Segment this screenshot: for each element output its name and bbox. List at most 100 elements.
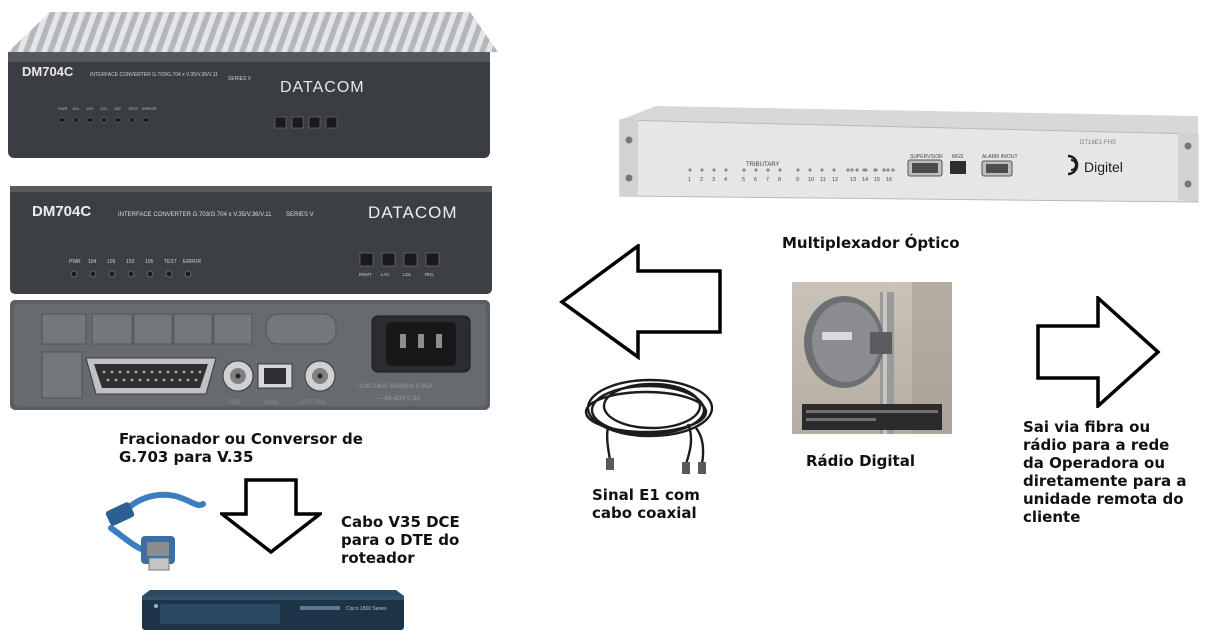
tributary-led-icon [754,168,758,172]
status-led-icon [882,168,886,172]
svg-text:OUT 75Ω: OUT 75Ω [300,400,326,406]
cisco-router-photo: Cisco 1800 Series [140,586,406,632]
device1-led-label: PWR [58,106,67,111]
v35-cable-photo [105,478,215,574]
button-label: RDL [425,272,434,277]
led-icon [87,117,93,123]
tributary-led-icon [688,168,692,172]
svg-text:—48-60V 0,3A: —48-60V 0,3A [378,395,421,402]
tributary-port-label: 11 [820,177,826,183]
led-icon [127,270,135,278]
device1-led-label: TEST [128,106,139,111]
device1-led-label: 109 [86,106,93,111]
tributary-port-label: 15 [874,177,880,183]
left-arrow [558,242,724,361]
device1-led-label: 103 [100,106,107,111]
mux-model: DT16E1-FHS [1080,140,1116,146]
tributary-port-label: 4 [724,177,727,183]
multiplexador-caption: Multiplexador Óptico [782,234,960,252]
status-led-icon [864,168,868,172]
fracionador-caption: Fracionador ou Conversor de G.703 para V… [119,430,363,466]
tributary-led-icon [742,168,746,172]
tributary-port-label: 10 [808,177,814,183]
front-panel-button [403,252,418,267]
datacom-device-front: DM704C INTERFACE CONVERTER G.703/G.704 x… [10,186,492,294]
tributary-led-icon [850,168,854,172]
tributary-port-label: 1 [688,177,691,183]
coax-cable-photo [578,368,720,478]
tributary-port-label: 5 [742,177,745,183]
device2-led-label: PWR [69,259,81,265]
mux-tributary: TRIBUTARY [746,162,779,168]
button-label: REMT [359,272,372,277]
front-panel-button [359,252,374,267]
down-arrow [216,478,326,555]
digitel-logo-icon [1067,154,1079,176]
datacom-converter-photo: DM704C INTERFACE CONVERTER G.703/G.704 x… [0,0,500,415]
status-led-icon [846,168,850,172]
device2-subtitle: INTERFACE CONVERTER G.703/G.704 x V.35/V… [118,212,272,218]
tributary-led-icon [808,168,812,172]
tributary-led-icon [832,168,836,172]
right-arrow [1036,294,1162,410]
tributary-port-label: 6 [754,177,757,183]
device1-subtitle: INTERFACE CONVERTER G.703/G.704 x V.35/V… [90,72,218,78]
led-icon [89,270,97,278]
tributary-led-icon [886,168,890,172]
led-icon [165,270,173,278]
radio-digital-photo [792,282,952,434]
device2-led-label: 109 [107,259,116,265]
device2-led-label: ERROR [183,259,201,265]
mux-alarm: ALARM IN/OUT [982,154,1018,160]
status-led-icon [891,168,895,172]
led-icon [129,117,135,123]
led-icon [59,117,65,123]
led-icon [70,270,78,278]
device2-led-label: 104 [88,259,97,265]
status-led-icon [873,168,877,172]
device1-led-label: ERROR [142,106,157,111]
tributary-led-icon [778,168,782,172]
datacom-device-angled: DM704C INTERFACE CONVERTER G.703/G.704 x… [8,12,498,158]
device1-led-label: 104 [72,106,79,111]
device2-led-label: 105 [145,259,154,265]
led-icon [184,270,192,278]
tributary-port-label: 7 [766,177,769,183]
mux-supervisor: SUPERVISOR [910,154,943,160]
device2-brand: DATACOM [368,203,457,222]
front-panel-button [381,252,396,267]
tributary-port-label: 13 [850,177,856,183]
tributary-led-icon [796,168,800,172]
led-icon [115,117,121,123]
tributary-led-icon [712,168,716,172]
led-icon [108,270,116,278]
button-label: LDL [403,272,412,277]
tributary-led-icon [700,168,704,172]
tributary-port-label: 12 [832,177,838,183]
cabo-v35-caption: Cabo V35 DCE para o DTE do roteador [341,513,460,567]
led-icon [146,270,154,278]
device2-led-label: TEST [164,259,177,265]
tributary-led-icon [724,168,728,172]
tributary-led-icon [820,168,824,172]
svg-text:120Ω: 120Ω [264,400,279,406]
svg-text:~100-240V 50/60Hz 0,35A: ~100-240V 50/60Hz 0,35A [356,383,433,390]
button-label: LAC [381,272,391,277]
device1-model: DM704C [22,64,74,79]
device2-led-label: 103 [126,259,135,265]
mux-mgs: MGS [952,154,964,160]
mux-brand: Digitel [1084,159,1123,175]
led-icon [143,117,149,123]
tributary-port-label: 2 [700,177,703,183]
router-label: Cisco 1800 Series [346,606,387,612]
sinal-e1-caption: Sinal E1 com cabo coaxial [592,486,700,522]
tributary-port-label: 9 [796,177,799,183]
device1-led-label: 105 [114,106,121,111]
tributary-led-icon [766,168,770,172]
led-icon [101,117,107,123]
device1-series: SERIES V [228,76,252,82]
tributary-port-label: 16 [886,177,892,183]
front-panel-button [425,252,440,267]
saida-caption: Sai via fibra ou rádio para a rede da Op… [1023,418,1187,526]
